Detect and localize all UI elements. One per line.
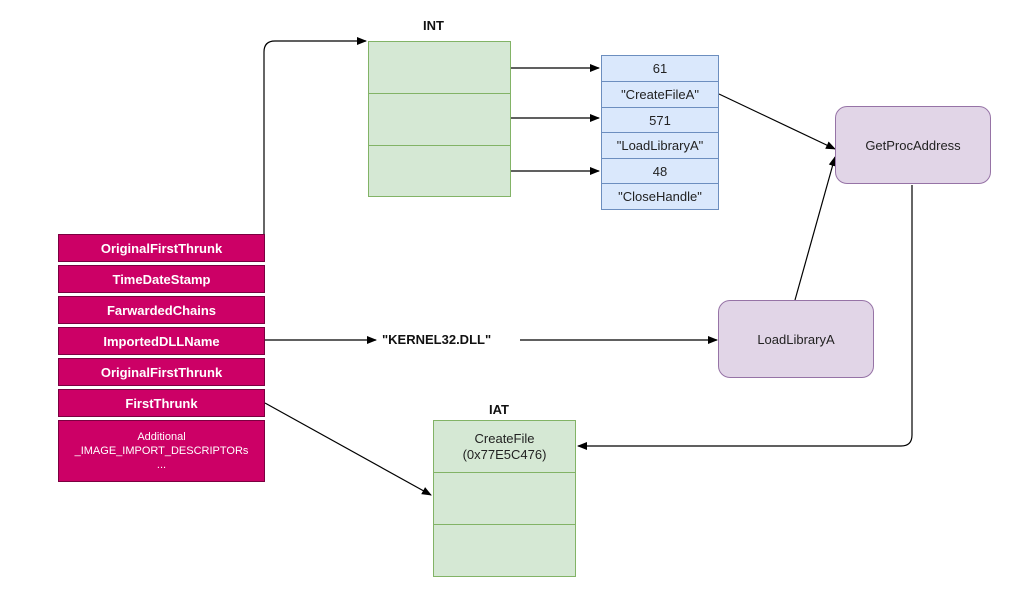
- name-cell-createfilea: "CreateFileA": [601, 81, 719, 108]
- int-row-2: [368, 93, 511, 146]
- descriptor-field-original-first-thrunk-2: OriginalFirstThrunk: [58, 358, 265, 386]
- getprocaddress-node: GetProcAddress: [835, 106, 991, 184]
- edge-createfilea-to-getprocaddress: [718, 93, 836, 150]
- iat-row-2: [433, 472, 576, 525]
- edge-loadlibrarya-to-getprocaddress: [794, 156, 837, 301]
- name-cell-loadlibrarya: "LoadLibraryA": [601, 132, 719, 159]
- descriptor-additional-line-3: ...: [156, 459, 167, 471]
- name-cell-closehandle: "CloseHandle": [601, 183, 719, 210]
- iat-title: IAT: [489, 402, 509, 417]
- iat-entry-name: CreateFile: [474, 430, 535, 446]
- name-cell-hint-3: 48: [601, 158, 719, 184]
- edge-getprocaddress-to-iat: [577, 185, 913, 450]
- name-cell-hint-2: 571: [601, 107, 719, 133]
- iat-entry-address: (0x77E5C476): [462, 446, 547, 462]
- loadlibrarya-node: LoadLibraryA: [718, 300, 874, 378]
- descriptor-field-forwarded-chains: FarwardedChains: [58, 296, 265, 324]
- edge-firstthrunk-to-iat: [264, 402, 432, 496]
- int-title: INT: [423, 18, 444, 33]
- iat-entry-createfile: CreateFile (0x77E5C476): [433, 420, 576, 473]
- int-row-3: [368, 145, 511, 197]
- descriptor-field-original-first-thrunk: OriginalFirstThrunk: [58, 234, 265, 262]
- name-cell-hint-1: 61: [601, 55, 719, 82]
- iat-row-3: [433, 524, 576, 577]
- edge-descriptor-to-int: [263, 37, 367, 234]
- descriptor-field-imported-dll-name: ImportedDLLName: [58, 327, 265, 355]
- descriptor-additional-line-1: Additional: [137, 431, 186, 443]
- descriptor-additional: Additional _IMAGE_IMPORT_DESCRIPTORs ...: [58, 420, 265, 482]
- int-row-1: [368, 41, 511, 94]
- kernel32-dll-label: "KERNEL32.DLL": [378, 332, 496, 347]
- descriptor-field-first-thrunk: FirstThrunk: [58, 389, 265, 417]
- descriptor-field-time-date-stamp: TimeDateStamp: [58, 265, 265, 293]
- descriptor-additional-line-2: _IMAGE_IMPORT_DESCRIPTORs: [74, 445, 249, 457]
